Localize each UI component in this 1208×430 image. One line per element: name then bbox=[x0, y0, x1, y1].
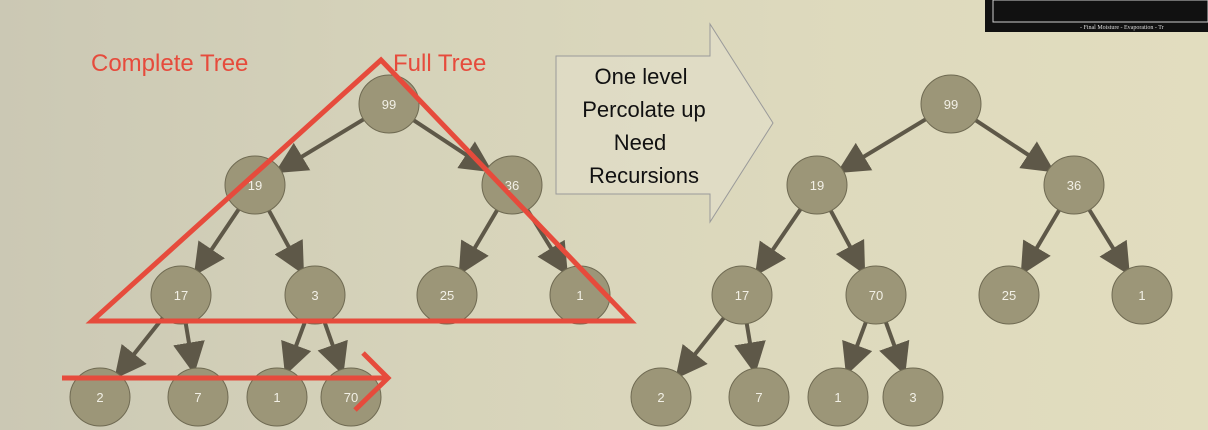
node-label: 19 bbox=[810, 178, 824, 193]
tree-edge bbox=[734, 320, 766, 375]
node-label: 99 bbox=[382, 97, 396, 112]
node-circle bbox=[711, 265, 773, 325]
tree-edge bbox=[675, 314, 728, 379]
node-label: 7 bbox=[194, 390, 201, 405]
tree-node: 1 bbox=[549, 265, 611, 325]
node-label: 7 bbox=[755, 390, 762, 405]
node-label: 3 bbox=[909, 390, 916, 405]
node-circle bbox=[481, 155, 543, 215]
tree-node: 2 bbox=[630, 367, 692, 427]
tree-node: 1 bbox=[246, 367, 308, 427]
node-label: 1 bbox=[576, 288, 583, 303]
node-label: 25 bbox=[1002, 288, 1016, 303]
node-circle bbox=[224, 155, 286, 215]
node-label: 70 bbox=[869, 288, 883, 303]
tree-node: 17 bbox=[711, 265, 773, 325]
full-tree-triangle bbox=[85, 56, 637, 324]
left-tree: 99 19 36 17 3 25 1 2 7 1 70 bbox=[69, 74, 611, 427]
tree-edge bbox=[754, 205, 805, 276]
node-circle bbox=[320, 367, 382, 427]
tree-node: 3 bbox=[284, 265, 346, 325]
node-circle bbox=[920, 74, 982, 134]
node-label: 25 bbox=[440, 288, 454, 303]
tree-node: 19 bbox=[224, 155, 286, 215]
completeness-arrow bbox=[62, 351, 392, 412]
tree-node: 7 bbox=[167, 367, 229, 427]
callout-line-3: Need bbox=[614, 130, 667, 155]
node-label: 99 bbox=[944, 97, 958, 112]
node-circle bbox=[69, 367, 131, 427]
node-circle bbox=[978, 265, 1040, 325]
node-label: 2 bbox=[96, 390, 103, 405]
node-label: 17 bbox=[174, 288, 188, 303]
node-circle bbox=[167, 367, 229, 427]
tree-node: 2 bbox=[69, 367, 131, 427]
tree-node: 17 bbox=[150, 265, 212, 325]
node-circle bbox=[845, 265, 907, 325]
tree-edge bbox=[281, 318, 312, 376]
node-label: 1 bbox=[1138, 288, 1145, 303]
node-label: 19 bbox=[248, 178, 262, 193]
tree-node: 25 bbox=[416, 265, 478, 325]
tree-edge bbox=[842, 318, 873, 376]
node-circle bbox=[1111, 265, 1173, 325]
node-circle bbox=[882, 367, 944, 427]
tree-edge bbox=[193, 205, 243, 276]
tree-edge bbox=[879, 318, 910, 376]
tree-edge bbox=[173, 320, 205, 375]
tree-edge bbox=[1020, 206, 1063, 276]
node-circle bbox=[1043, 155, 1105, 215]
node-circle bbox=[358, 74, 420, 134]
tree-edge bbox=[317, 318, 348, 376]
tree-node: 36 bbox=[1043, 155, 1105, 215]
node-circle bbox=[728, 367, 790, 427]
node-label: 2 bbox=[657, 390, 664, 405]
node-circle bbox=[284, 265, 346, 325]
node-label: 1 bbox=[273, 390, 280, 405]
tree-edge bbox=[114, 314, 167, 379]
tree-node: 3 bbox=[882, 367, 944, 427]
tree-edge bbox=[1085, 206, 1130, 276]
tree-edge bbox=[836, 115, 930, 174]
right-tree: 99 19 36 17 70 25 1 2 7 1 3 bbox=[630, 74, 1173, 427]
node-circle bbox=[416, 265, 478, 325]
node-label: 3 bbox=[311, 288, 318, 303]
node-circle bbox=[150, 265, 212, 325]
tree-node: 1 bbox=[807, 367, 869, 427]
node-label: 17 bbox=[735, 288, 749, 303]
red-annotations: Complete Tree Full Tree bbox=[62, 50, 637, 412]
tree-node: 36 bbox=[481, 155, 543, 215]
tree-edge bbox=[827, 206, 866, 275]
callout-line-4: Recursions bbox=[589, 163, 699, 188]
complete-tree-label: Complete Tree bbox=[91, 50, 248, 77]
node-label: 36 bbox=[505, 178, 519, 193]
callout-arrow: One level Percolate up Need Recursions bbox=[555, 22, 774, 224]
tree-node: 70 bbox=[845, 265, 907, 325]
tree-node: 99 bbox=[920, 74, 982, 134]
tree-edge bbox=[274, 115, 368, 174]
full-tree-label: Full Tree bbox=[393, 50, 486, 77]
node-label: 70 bbox=[344, 390, 358, 405]
tree-node: 99 bbox=[358, 74, 420, 134]
tree-node: 1 bbox=[1111, 265, 1173, 325]
inset-thumbnail: - Final Moisture - Evaporation - Tr bbox=[985, 0, 1208, 32]
tree-edge bbox=[458, 206, 501, 276]
tree-node: 25 bbox=[978, 265, 1040, 325]
node-circle bbox=[807, 367, 869, 427]
tree-edge bbox=[971, 116, 1055, 173]
tree-node: 19 bbox=[786, 155, 848, 215]
callout-line-2: Percolate up bbox=[582, 97, 706, 122]
inset-caption: - Final Moisture - Evaporation - Tr bbox=[1080, 25, 1164, 31]
node-circle bbox=[630, 367, 692, 427]
tree-node: 70 bbox=[320, 367, 382, 427]
node-label: 36 bbox=[1067, 178, 1081, 193]
tree-edge bbox=[265, 206, 304, 275]
callout-line-1: One level bbox=[595, 64, 688, 89]
node-circle bbox=[246, 367, 308, 427]
node-circle bbox=[786, 155, 848, 215]
node-label: 1 bbox=[834, 390, 841, 405]
tree-node: 7 bbox=[728, 367, 790, 427]
